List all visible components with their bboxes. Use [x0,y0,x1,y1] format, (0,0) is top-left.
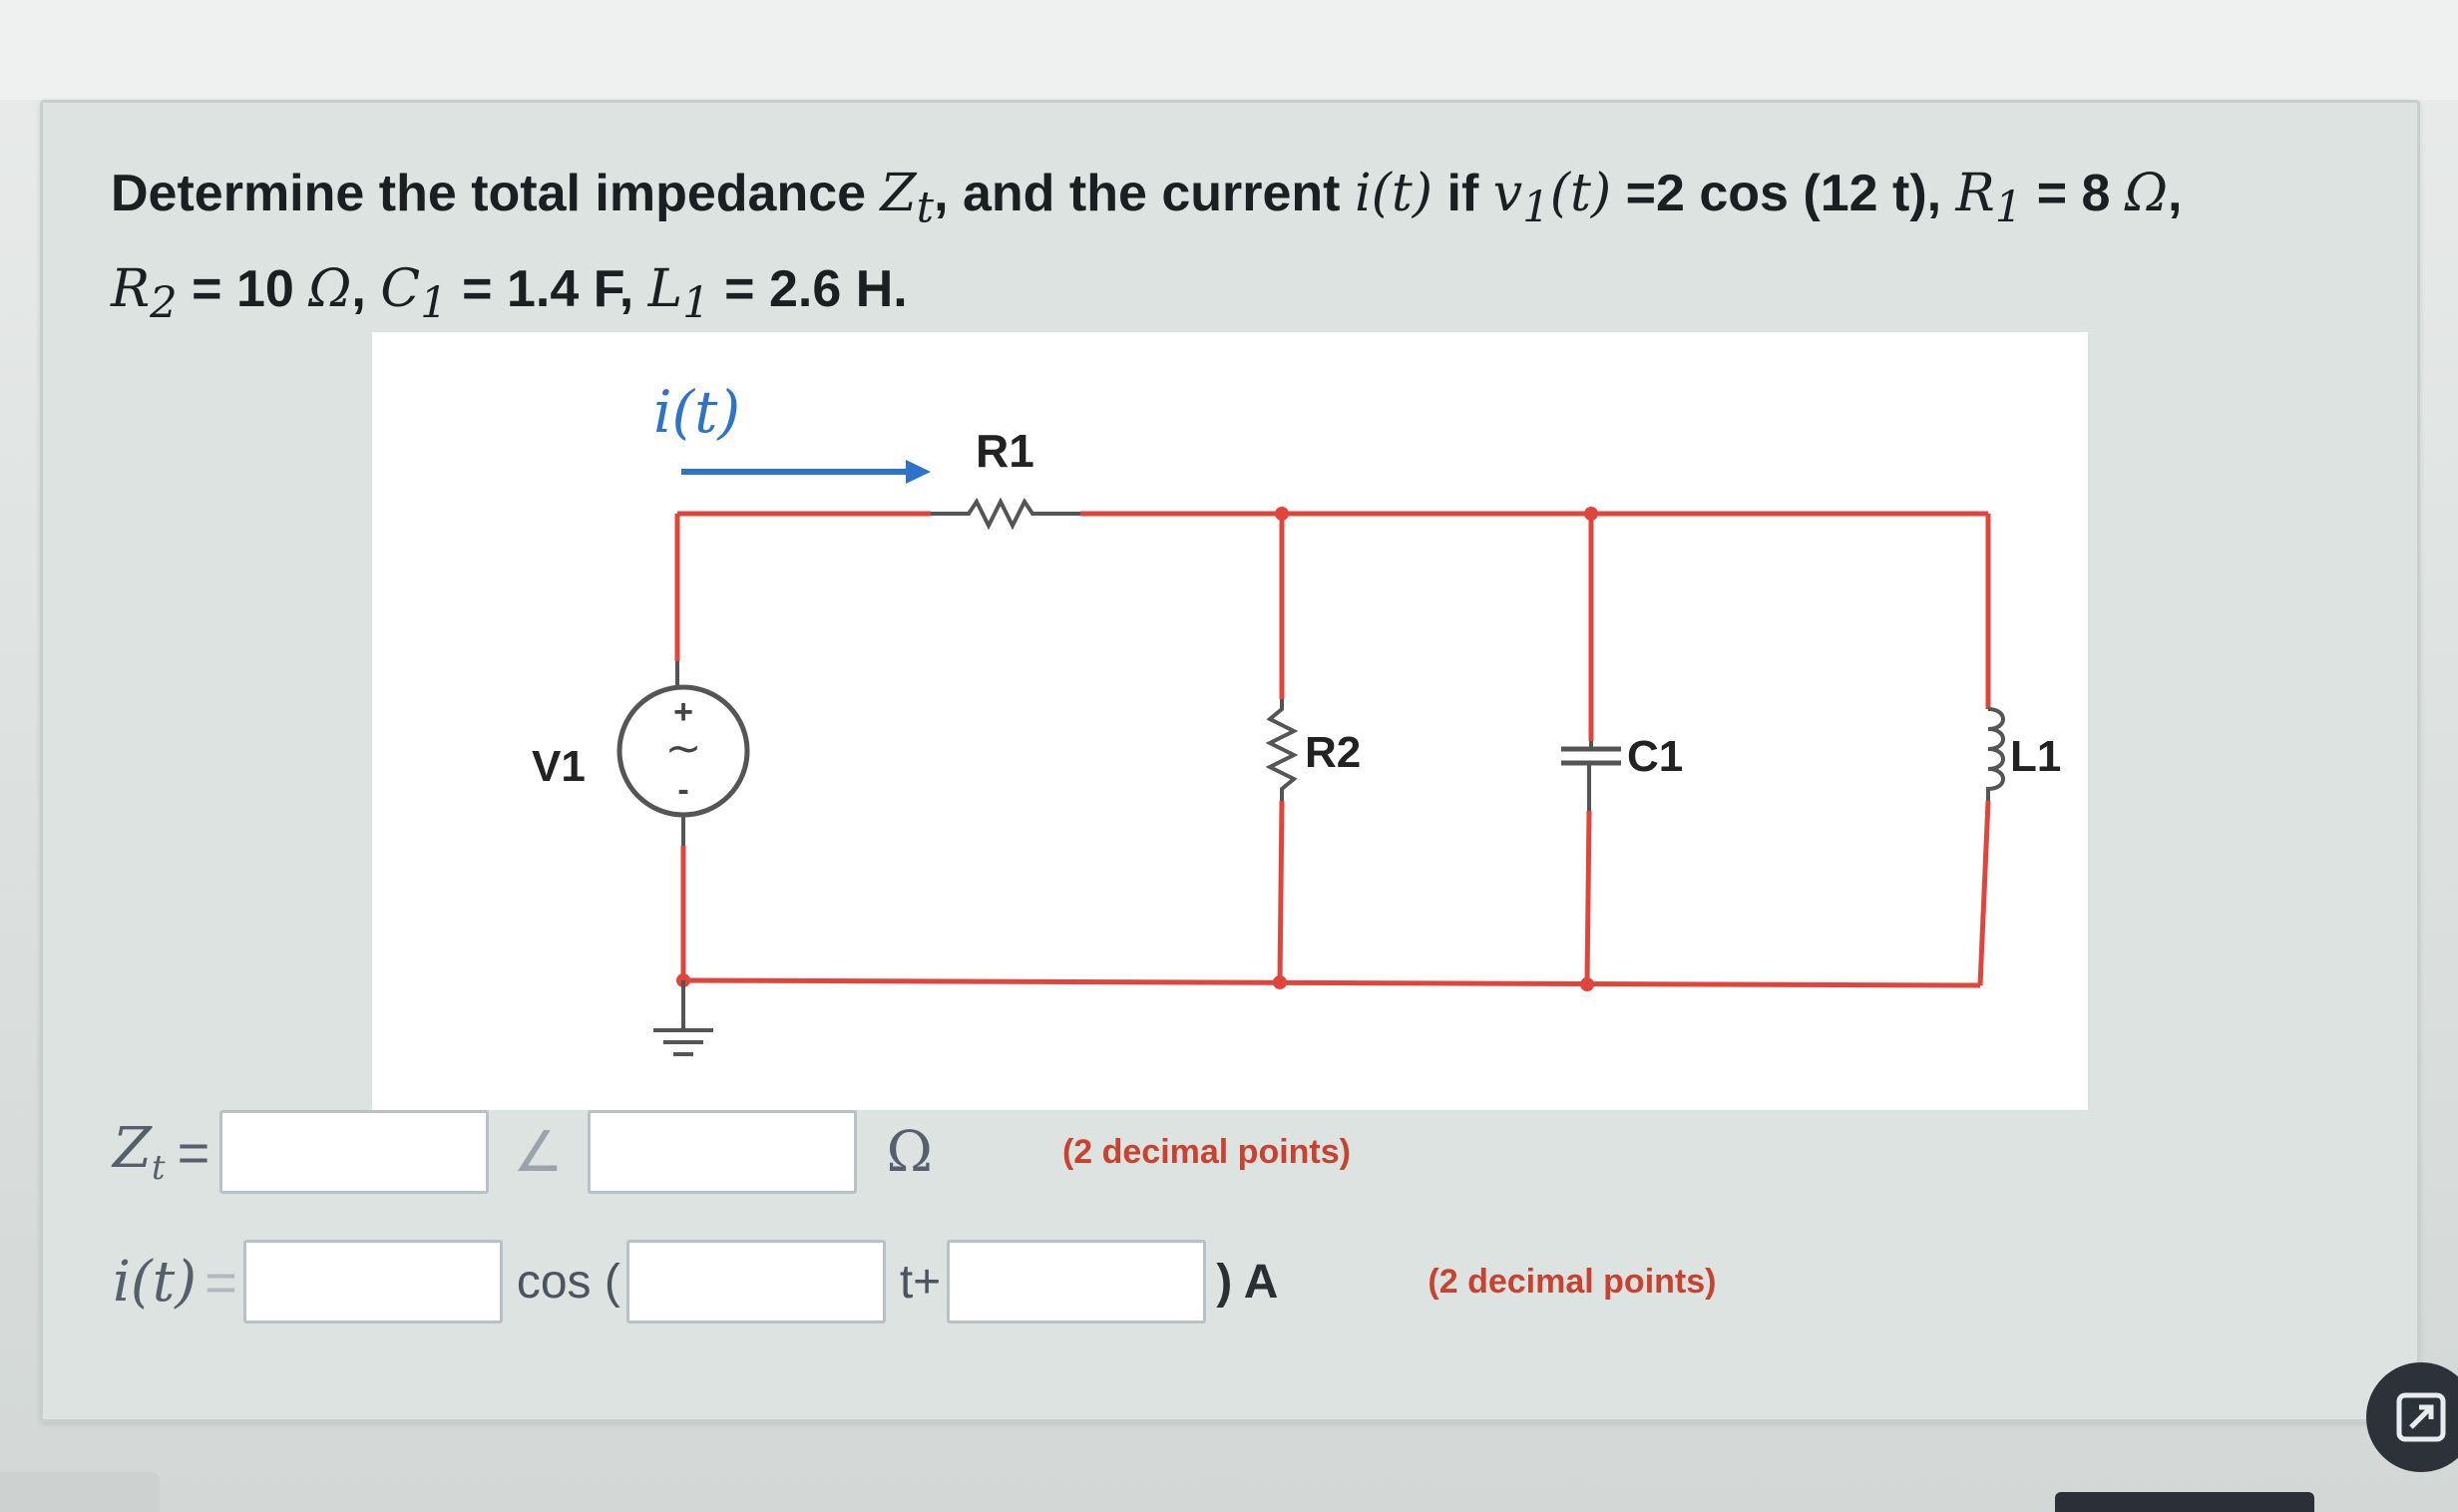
expand-button[interactable] [2366,1362,2458,1472]
c1-label: C1 [1627,732,1683,781]
ohm-symbol: Ω [308,259,352,320]
wire-l1-bottom [1977,800,1991,986]
ohm-symbol: Ω [2124,164,2169,223]
cos-text: cos ( [516,1255,620,1309]
current-precision-note: (2 decimal points) [1428,1262,1717,1301]
l1-value: = 2.6 H. [709,260,908,319]
ohm-unit: Ω [886,1119,933,1185]
r2-symbol: R2 [111,259,178,329]
bottom-tab[interactable] [0,1472,160,1512]
l1-inductor [1986,707,2005,801]
r1-symbol: R1 [1955,164,2023,233]
v1-value: =2 cos (12 t), [1611,165,1956,222]
bottom-button[interactable] [2055,1492,2314,1512]
l1-symbol: L1 [647,259,710,329]
c1-value: = 1.4 F, [447,260,648,319]
zt-magnitude-input[interactable] [219,1110,490,1194]
angle-icon: ∠ [513,1120,564,1183]
current-label: i(t) [653,378,740,446]
question-intro: Determine the total impedance [111,165,881,222]
current-amplitude-input[interactable] [242,1240,503,1323]
question-separator: , [351,260,381,319]
current-arrow-head [906,460,931,484]
screen-background [0,0,2458,100]
question-card: Determine the total impedance Zt, and th… [40,100,2420,1422]
question-mid: , and the current [934,165,1355,222]
zt-angle-input[interactable] [587,1110,857,1194]
question-if: if [1433,165,1493,222]
r1-resistor [931,497,1080,531]
t-plus-text: t+ [899,1255,942,1309]
current-symbol: i(t) [1354,164,1434,223]
zt-equals: = [177,1120,210,1184]
r2-label: R2 [1305,728,1361,777]
wire-r2-bottom [1277,800,1285,983]
sine-wave-icon: ~ [665,723,702,774]
wire-bottom [682,977,1981,988]
question-comma: , [2168,165,2183,222]
zt-answer-label: Zt [113,1115,166,1189]
circuit-diagram: i(t) R1 + ~ - V1 [532,378,2061,1056]
current-frequency-input[interactable] [625,1240,886,1323]
zt-precision-note: (2 decimal points) [1061,1132,1351,1171]
ampere-unit: ) A [1216,1255,1279,1309]
source-plus: + [673,693,693,731]
zt-symbol: Zt [880,164,935,233]
zt-answer-row: Zt = ∠ Ω (2 decimal points) [113,1110,1351,1194]
v1-symbol: v1(t) [1492,164,1612,233]
current-answer-row: i(t) = cos ( t+ ) A (2 decimal points) [113,1240,1716,1323]
question-text: Determine the total impedance Zt, and th… [111,153,2385,345]
r2-resistor [1265,699,1299,801]
c1-symbol: C1 [380,259,448,329]
r1-label: R1 [976,425,1034,477]
source-minus: - [677,771,688,809]
current-phase-input[interactable] [947,1240,1207,1323]
l1-label: L1 [2010,732,2061,781]
v1-label: V1 [532,742,586,791]
current-equals: = [205,1250,237,1314]
r1-value: = 8 [2022,165,2125,222]
current-answer-label: i(t) [113,1249,198,1315]
wire-c1-bottom [1584,810,1592,985]
circuit-figure: i(t) R1 + ~ - V1 [372,332,2088,1110]
expand-icon [2396,1392,2446,1442]
r2-value: = 10 [177,260,309,319]
